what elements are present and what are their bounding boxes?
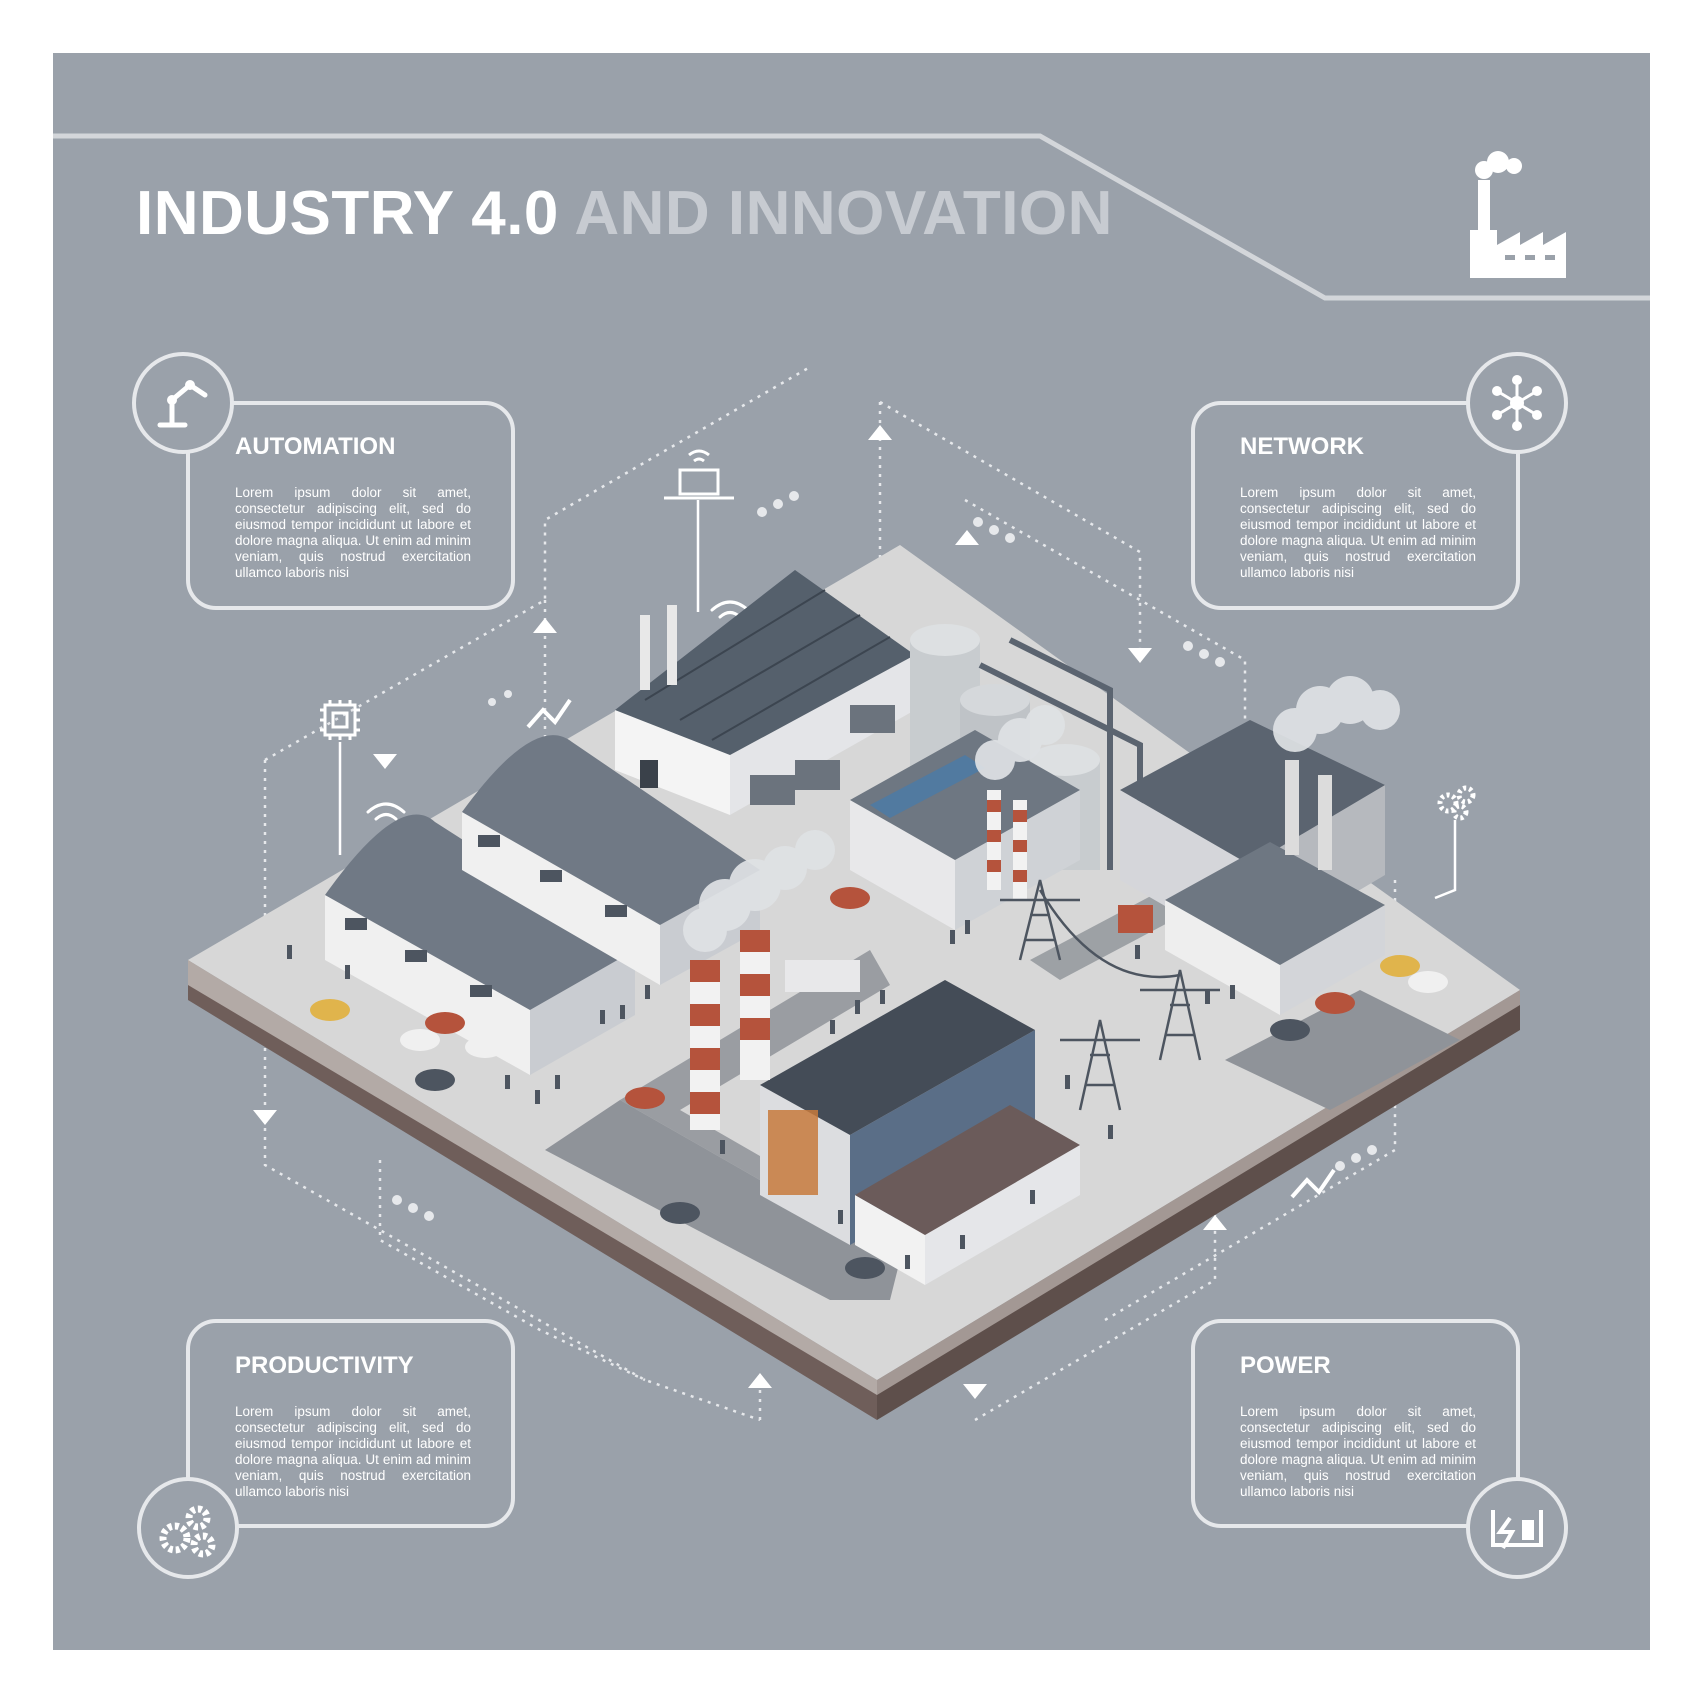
automation-body: Lorem ipsum dolor sit amet, consectetur … [235,485,471,580]
people [287,920,1235,1269]
vehicles [310,705,1448,1279]
solar-building [850,730,1080,930]
factory-icon [1470,151,1566,278]
header-divider [53,133,1650,301]
factory-main [760,980,1080,1285]
page-title: INDUSTRY 4.0 AND INNOVATION [136,183,1113,245]
title-part-2: AND INNOVATION [574,179,1113,248]
chimneys [690,790,1027,1130]
network-heading: NETWORK [1240,433,1364,460]
chart-line-icon [526,698,1336,1199]
title-part-1: INDUSTRY 4.0 [136,179,559,248]
productivity-body: Lorem ipsum dolor sit amet, consectetur … [235,1404,471,1499]
small-gears-icon [1437,785,1476,821]
power-plug-icon [1466,1477,1568,1579]
flow-dots [392,491,1377,1221]
warehouse-left [325,814,635,1075]
power-pylons [1000,879,1220,1111]
connector-line [1434,820,1457,900]
automation-heading: AUTOMATION [235,433,396,460]
laptop-wifi-icon [664,449,734,612]
card-frame-power [1191,1319,1520,1528]
chip-icon [320,700,360,855]
gears-icon [137,1477,239,1579]
power-body: Lorem ipsum dolor sit amet, consectetur … [1240,1404,1476,1499]
factory-right [1120,720,1385,1015]
network-hub-icon [1466,352,1568,454]
robot-arm-icon [132,352,234,454]
smoke [683,676,1400,952]
network-body: Lorem ipsum dolor sit amet, consectetur … [1240,485,1476,580]
power-heading: POWER [1240,1352,1331,1379]
card-frame-productivity [186,1319,515,1528]
card-frame-network [1191,401,1520,610]
card-frame-automation [186,401,515,610]
productivity-heading: PRODUCTIVITY [235,1352,414,1379]
